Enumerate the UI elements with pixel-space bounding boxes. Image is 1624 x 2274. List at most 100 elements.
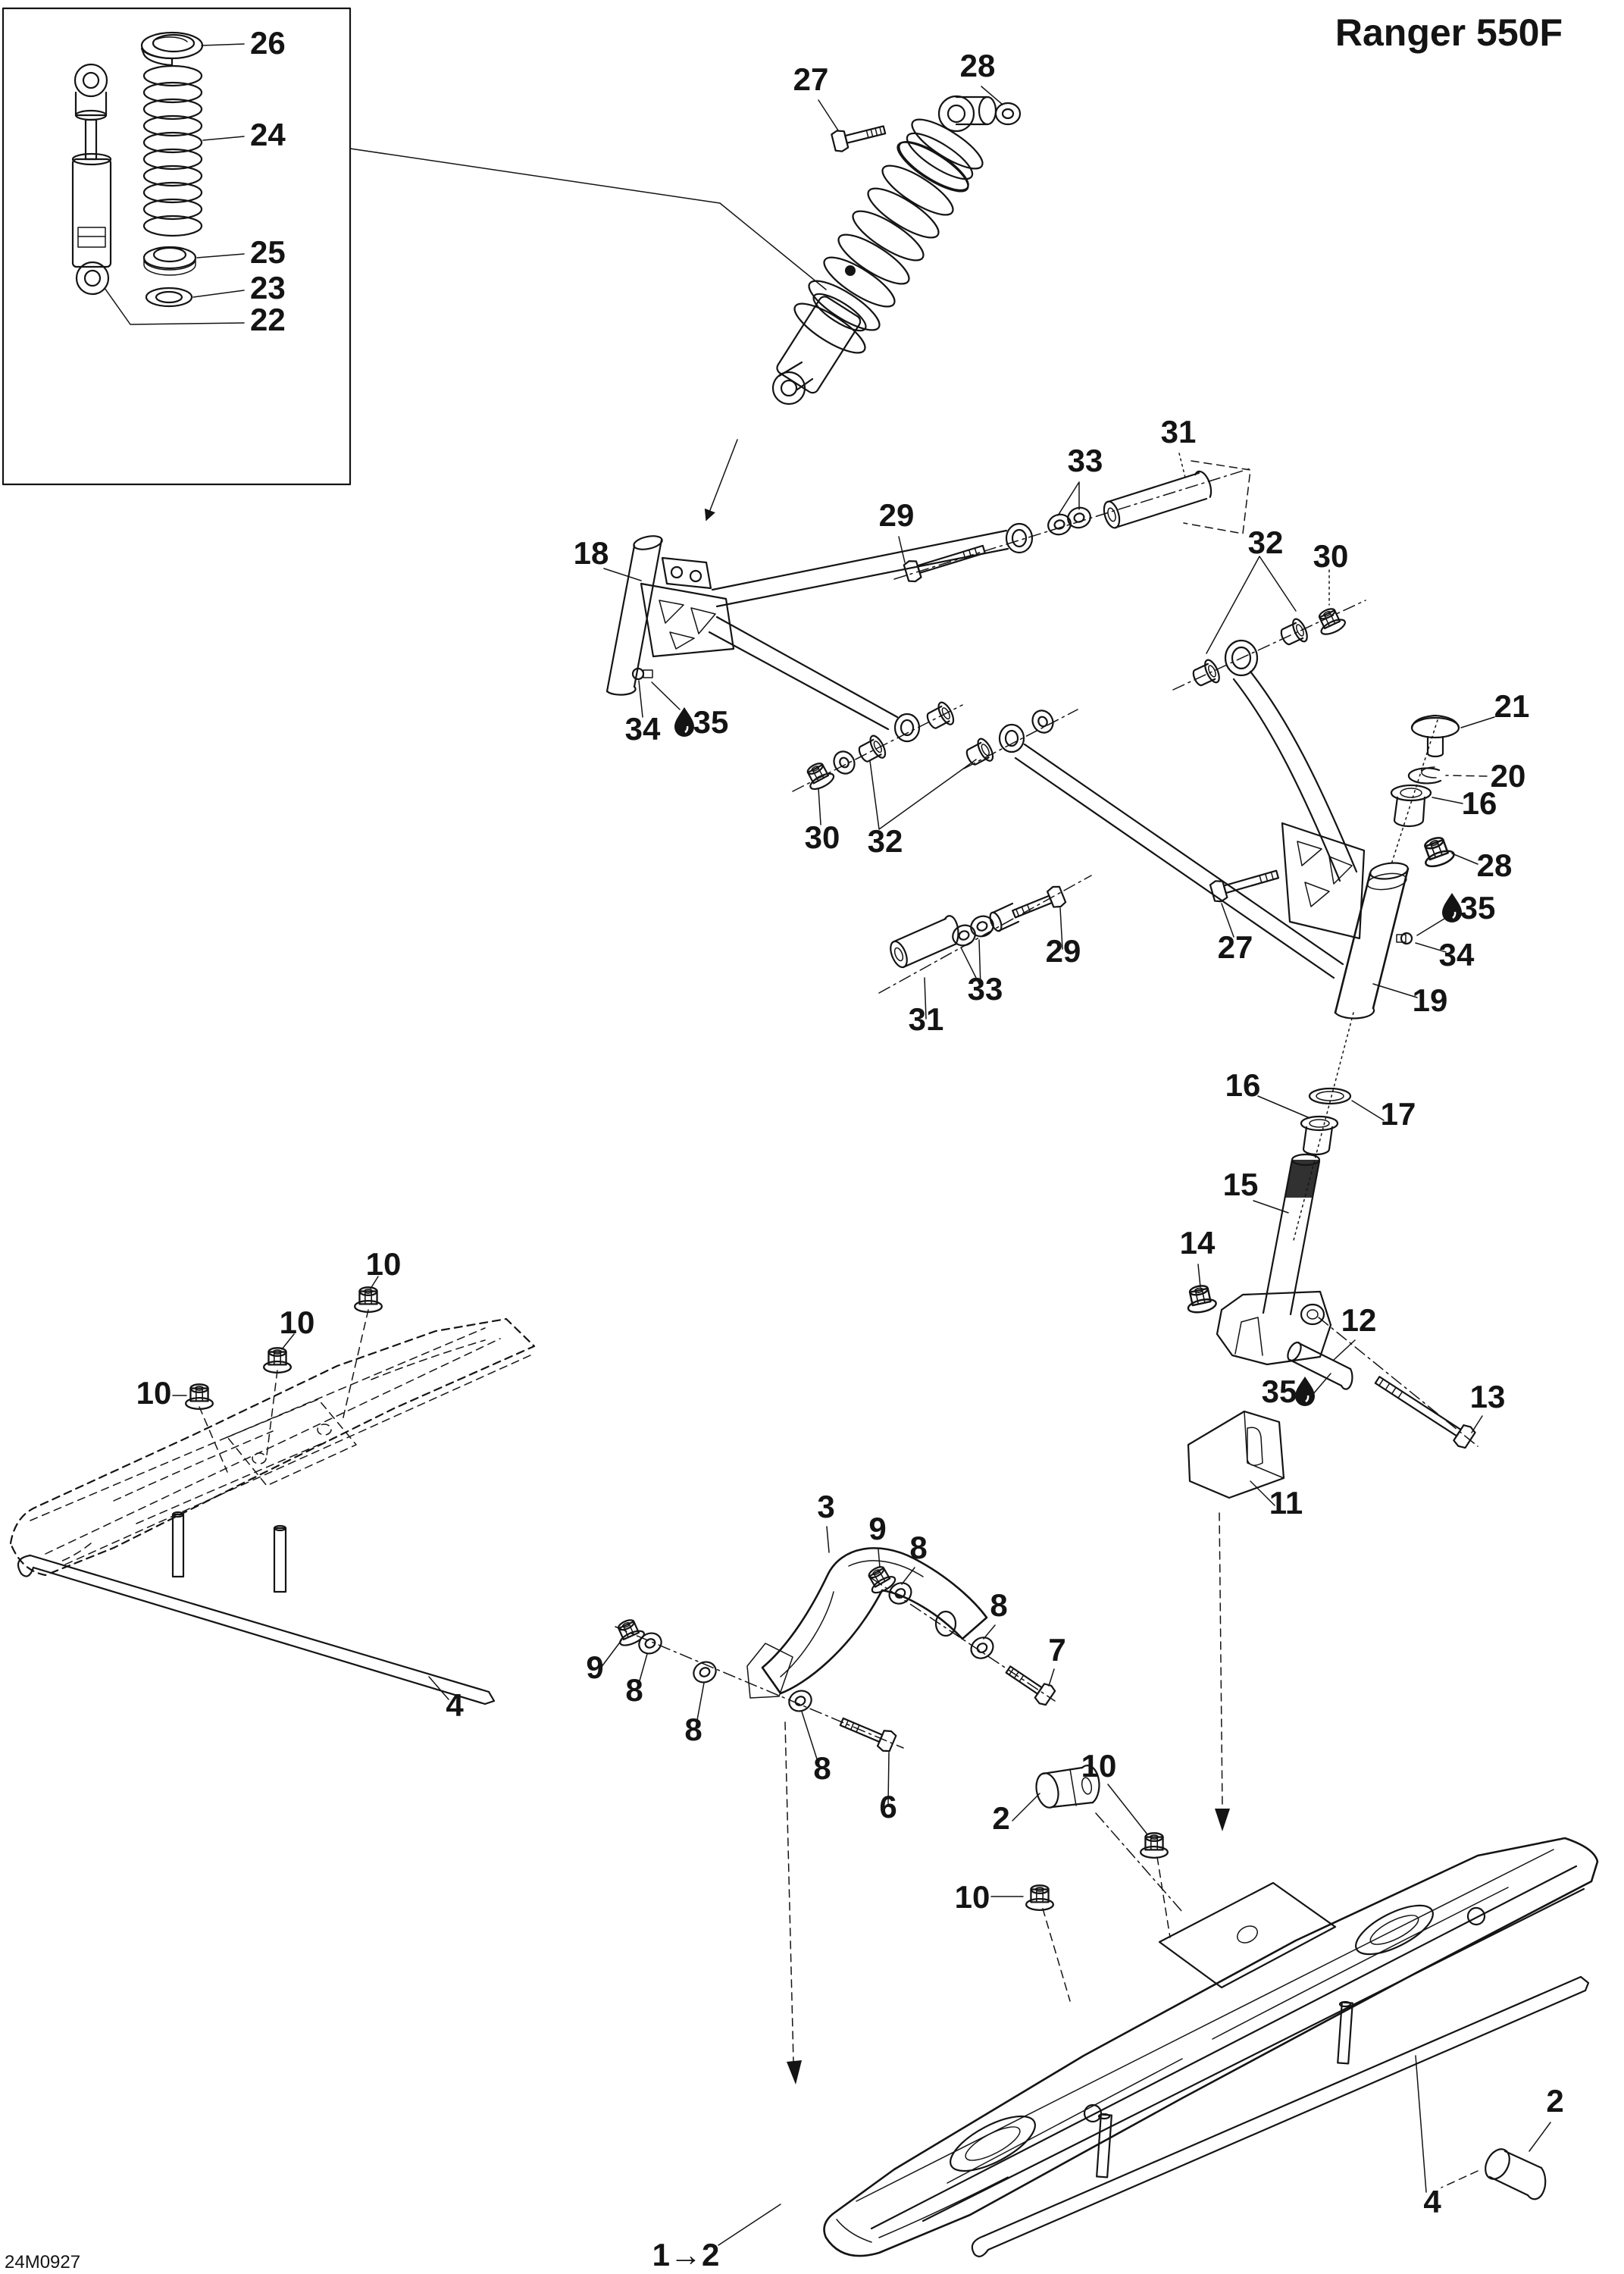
bolt-7-drawing [1005, 1665, 1056, 1706]
part-callout-10-ski-left-a: 10 [366, 1246, 402, 1282]
spring-seat-25-drawing [142, 246, 197, 276]
left-runner-drawing [17, 1511, 496, 1706]
part-callout-8-e: 8 [813, 1750, 831, 1786]
bolt-27-drawing [831, 125, 887, 152]
part-callout-3: 3 [817, 1489, 834, 1524]
part-callout-21: 21 [1494, 688, 1530, 724]
shock-absorber-22-drawing [71, 63, 112, 296]
part-callout-17: 17 [1381, 1096, 1416, 1132]
bolt-6-drawing [839, 1717, 897, 1752]
washer-23-drawing [145, 287, 193, 308]
part-callout-28-shock: 28 [960, 48, 996, 83]
part-callout-2-a: 2 [992, 1800, 1009, 1836]
part-callout-6: 6 [879, 1789, 896, 1825]
part-callout-8-c: 8 [625, 1672, 643, 1708]
part-callout-34-upper: 34 [625, 711, 661, 747]
part-callout-33-upper: 33 [1068, 443, 1103, 478]
part-callout-27-lower: 27 [1218, 929, 1253, 965]
steering-post-assembly-drawing [1183, 1012, 1483, 1831]
part-callout-30-left: 30 [805, 819, 840, 855]
part-callout-8-b: 8 [990, 1587, 1007, 1623]
part-callout-10-ski-right-a: 10 [1081, 1748, 1117, 1784]
lower-front-pivot-hardware-drawing [878, 875, 1092, 1020]
circlip-20-drawing [1407, 766, 1442, 785]
front-pivot-hardware-drawing [792, 699, 1078, 830]
part-callout-14: 14 [1180, 1225, 1216, 1261]
part-callout-8-d: 8 [684, 1712, 702, 1747]
oil-drop-mid-icon [1294, 1375, 1316, 1408]
page-title: Ranger 550F [1335, 11, 1563, 54]
part-callout-35-mid: 35 [1262, 1373, 1297, 1409]
part-callout-13: 13 [1470, 1379, 1506, 1414]
part-callout-34-right: 34 [1439, 937, 1475, 973]
kingpin-top-hardware-drawing [1390, 714, 1495, 865]
part-callout-33-lower: 33 [968, 971, 1003, 1007]
part-callout-20: 20 [1491, 758, 1526, 794]
oil-drop-upper-arm-icon [673, 706, 696, 738]
part-callout-29-upper: 29 [879, 497, 915, 533]
part-callout-8-a: 8 [909, 1530, 927, 1565]
part-callout-19: 19 [1413, 982, 1448, 1018]
part-callout-7: 7 [1048, 1632, 1065, 1668]
washer-28-drawing [994, 102, 1022, 126]
inset-box [2, 7, 352, 486]
inset-reference-leader [349, 148, 827, 290]
part-callout-31-upper: 31 [1161, 414, 1197, 449]
lower-rear-pivot-hardware-drawing [1172, 556, 1366, 691]
grease-fitting-34-upper-drawing [631, 667, 653, 681]
right-runner-drawing [718, 1975, 1590, 2257]
coil-spring-24-drawing [142, 64, 203, 237]
part-callout-10-ski-right-b: 10 [955, 1879, 990, 1915]
ski-leg-assembly-drawing [600, 1526, 1056, 2084]
part-callout-12: 12 [1341, 1302, 1377, 1338]
part-callout-10-ski-left-c: 10 [136, 1375, 172, 1411]
part-callout-28-right: 28 [1477, 847, 1513, 883]
part-callout-26: 26 [250, 25, 286, 61]
part-callout-35-upper: 35 [693, 704, 729, 740]
oil-drop-right-icon [1441, 891, 1463, 924]
part-callout-25: 25 [250, 234, 286, 270]
part-callout-10-ski-left-b: 10 [280, 1305, 315, 1340]
left-ski-drawing [9, 1276, 536, 1577]
cap-21-drawing [1410, 714, 1460, 758]
part-callout-30-rear: 30 [1313, 538, 1349, 574]
part-callout-24: 24 [250, 117, 286, 152]
part-callout-16-lower: 16 [1225, 1067, 1261, 1103]
bolt-27-lower-drawing [1209, 869, 1280, 903]
part-callout-35-right: 35 [1460, 890, 1496, 926]
part-callout-32-rear: 32 [1248, 525, 1284, 560]
part-callout-15: 15 [1223, 1167, 1259, 1202]
upper-a-arm-drawing [603, 522, 1034, 743]
right-ski-hardware-drawing [990, 1765, 1183, 2002]
part-callout-1-2: 1→2 [652, 2237, 720, 2272]
inset-leader-lines [104, 43, 245, 325]
part-callout-9-lower: 9 [586, 1649, 603, 1685]
right-ski-drawing [823, 1837, 1599, 2257]
front-shock-assembly-drawing [704, 86, 1022, 522]
part-callout-22: 22 [250, 302, 286, 337]
part-callout-18: 18 [574, 535, 609, 571]
grease-fitting-34-right-drawing [1396, 932, 1413, 945]
part-callout-29-lower: 29 [1046, 933, 1081, 969]
part-callout-27-shock: 27 [793, 61, 829, 97]
bushing-16-upper-drawing [1390, 784, 1432, 828]
bolt-13-drawing [1374, 1376, 1476, 1449]
upper-rear-pivot-hardware-drawing [893, 453, 1251, 583]
ski-stop-11-drawing [1187, 1410, 1285, 1499]
part-callout-9-upper: 9 [868, 1511, 886, 1546]
part-callout-23: 23 [250, 270, 286, 305]
part-callout-11: 11 [1269, 1485, 1303, 1521]
part-callout-31-lower: 31 [909, 1001, 944, 1037]
part-callout-2-b: 2 [1546, 2083, 1563, 2119]
doc-number: 24M0927 [5, 2252, 80, 2272]
bushing-2b-drawing [1441, 2122, 1551, 2200]
part-callout-4-right: 4 [1423, 2184, 1441, 2219]
part-callout-16-upper: 16 [1462, 785, 1497, 821]
part-callout-32-left: 32 [868, 823, 903, 859]
lower-a-arm-drawing [998, 670, 1478, 1020]
spring-retainer-26-drawing [140, 31, 204, 67]
bolt-29-lower-drawing [1012, 885, 1067, 919]
